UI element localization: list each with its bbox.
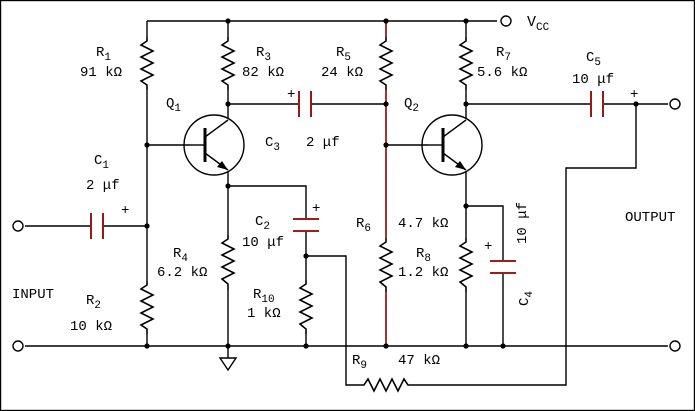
c5-symbol — [590, 91, 604, 117]
r3-name: R3 — [256, 45, 271, 64]
c2-plus-mark: + — [312, 201, 320, 217]
r9-right-wire — [412, 104, 637, 386]
input-ground-terminal[interactable] — [12, 340, 24, 352]
r9-name: R9 — [352, 353, 367, 372]
c4-name: C4 — [517, 291, 536, 306]
input-label: INPUT — [12, 287, 54, 303]
r5-name: R5 — [336, 45, 351, 64]
r9-value: 47 kΩ — [398, 353, 440, 369]
c4-symbol — [490, 260, 516, 274]
c2-top-wire — [228, 185, 307, 218]
vcc-label: VCC — [527, 14, 550, 34]
resistors — [139, 37, 474, 393]
r5-symbol — [378, 37, 394, 90]
input-terminal[interactable] — [12, 220, 24, 232]
r2-value: 10 kΩ — [70, 319, 112, 335]
c2-value: 10 μf — [242, 235, 284, 251]
r6-value: 4.7 kΩ — [398, 216, 448, 232]
vcc-terminal[interactable] — [500, 15, 512, 27]
r8-value: 1.2 kΩ — [398, 265, 448, 281]
ground-symbol — [218, 357, 238, 372]
r7-symbol — [458, 37, 474, 90]
q2-label: Q2 — [404, 96, 419, 115]
q1-label: Q1 — [166, 96, 181, 115]
c3-symbol — [298, 91, 312, 117]
q2-transistor-symbol — [421, 114, 483, 176]
output-terminal[interactable] — [669, 98, 681, 110]
r9-symbol — [360, 377, 412, 393]
r10-value: 1 kΩ — [247, 306, 281, 322]
c3-plus-mark: + — [287, 87, 295, 103]
r9-left-wire — [306, 255, 360, 386]
r1-value: 91 kΩ — [80, 65, 122, 81]
q1-transistor-symbol — [183, 114, 245, 176]
c3-name: C3 — [265, 135, 280, 154]
c1-name: C1 — [94, 153, 109, 172]
r8-symbol — [458, 238, 474, 292]
r3-value: 82 kΩ — [242, 65, 284, 81]
c5-plus-mark: + — [630, 87, 638, 103]
c2-symbol — [293, 218, 319, 232]
c1-symbol — [90, 213, 104, 239]
r8-name: R8 — [416, 246, 431, 265]
r4-name: R4 — [173, 246, 188, 265]
c1-value: 2 μf — [86, 178, 120, 194]
output-ground-terminal[interactable] — [669, 340, 681, 352]
c4-plus-mark: + — [484, 239, 492, 255]
wires — [25, 20, 668, 386]
c3-value: 2 μf — [306, 135, 340, 151]
junction-dots — [144, 18, 639, 349]
r1-name: R1 — [96, 45, 111, 64]
c4-value: 10 μf — [515, 202, 531, 244]
r6-symbol — [378, 238, 394, 292]
r2-symbol — [139, 281, 155, 334]
r7-value: 5.6 kΩ — [477, 65, 527, 81]
r3-symbol — [220, 37, 236, 90]
c5-name: C5 — [586, 50, 601, 69]
r7-name: R7 — [496, 45, 511, 64]
r4-symbol — [220, 235, 236, 290]
c4-top-wire — [466, 205, 504, 260]
capacitors — [90, 91, 604, 274]
r1-symbol — [139, 37, 155, 90]
r5-value: 24 kΩ — [321, 65, 363, 81]
r4-value: 6.2 kΩ — [157, 265, 207, 281]
output-label: OUTPUT — [625, 210, 675, 226]
c1-plus-mark: + — [121, 203, 129, 219]
c2-name: C2 — [255, 214, 270, 233]
r6-name: R6 — [356, 216, 371, 235]
r2-name: R2 — [86, 293, 101, 312]
c5-value: 10 μf — [572, 72, 614, 88]
r10-symbol — [298, 280, 314, 334]
r10-name: R10 — [253, 287, 275, 306]
